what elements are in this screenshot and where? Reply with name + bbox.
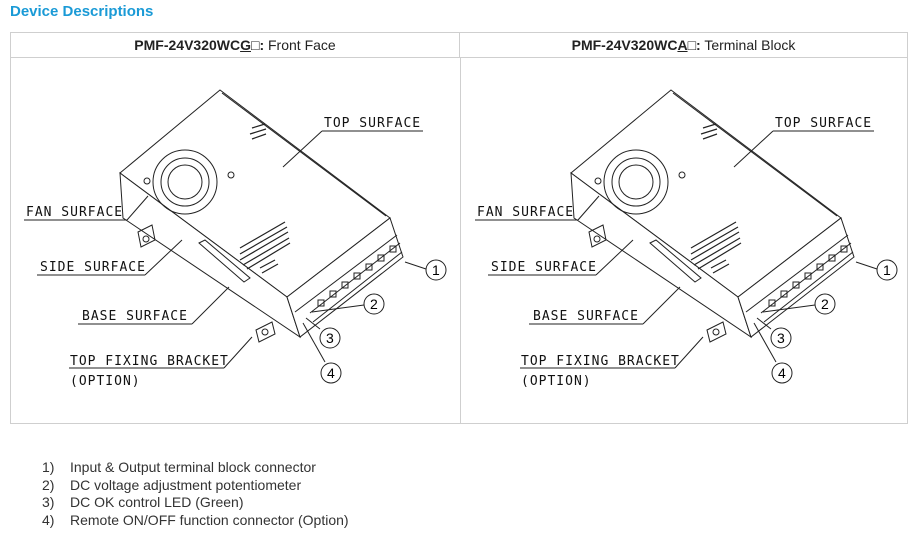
callout-2: 2 [370, 296, 378, 312]
label-side-surface: SIDE SURFACE [40, 260, 146, 275]
label-top-surface: TOP SURFACE [324, 116, 422, 131]
callout-1: 1 [432, 262, 440, 278]
note-text: DC OK control LED (Green) [70, 494, 244, 510]
label-top-fixing-bracket: TOP FIXING BRACKET [70, 354, 229, 369]
label-option: (OPTION) [521, 374, 592, 389]
model-code: A [677, 37, 688, 53]
label-option: (OPTION) [70, 374, 141, 389]
note-item: 2) DC voltage adjustment potentiometer [42, 477, 349, 495]
note-item: 3) DC OK control LED (Green) [42, 494, 349, 512]
model-prefix: PMF-24V320WC [571, 37, 678, 53]
note-number: 2) [42, 476, 55, 493]
model-prefix: PMF-24V320WC [134, 37, 241, 53]
note-text: DC voltage adjustment potentiometer [70, 476, 302, 493]
note-text: Remote ON/OFF function connector (Option… [70, 511, 349, 528]
label-side-surface: SIDE SURFACE [491, 260, 597, 275]
label-base-surface: BASE SURFACE [533, 309, 639, 324]
callout-4: 4 [327, 365, 335, 381]
column-divider [460, 58, 461, 423]
terminal-block-drawing [474, 89, 898, 384]
callout-1: 1 [883, 262, 891, 278]
label-top-surface: TOP SURFACE [775, 116, 873, 131]
notes-list: 1) Input & Output terminal block connecto… [42, 459, 349, 529]
note-number: 1) [42, 459, 55, 475]
callout-3: 3 [326, 330, 334, 346]
model-description: Terminal Block [700, 37, 796, 53]
section-title: Device Descriptions [10, 3, 154, 20]
note-text: Input & Output terminal block connector [70, 459, 316, 475]
model-description: Front Face [264, 37, 336, 53]
label-fan-surface: FAN SURFACE [26, 205, 124, 220]
note-item: 1) Input & Output terminal block connecto… [42, 459, 349, 477]
label-fan-surface: FAN SURFACE [477, 205, 575, 220]
front-face-drawing [23, 89, 447, 384]
model-suffix: □: [687, 37, 701, 53]
callout-2: 2 [821, 296, 829, 312]
model-code: G [240, 37, 251, 53]
note-item: 4) Remote ON/OFF function connector (Opti… [42, 512, 349, 530]
label-top-fixing-bracket: TOP FIXING BRACKET [521, 354, 680, 369]
model-suffix: □: [250, 37, 265, 53]
callout-3: 3 [777, 330, 785, 346]
callout-4: 4 [778, 365, 786, 381]
label-base-surface: BASE SURFACE [82, 309, 188, 324]
note-number: 4) [42, 511, 55, 528]
note-number: 3) [42, 494, 55, 510]
